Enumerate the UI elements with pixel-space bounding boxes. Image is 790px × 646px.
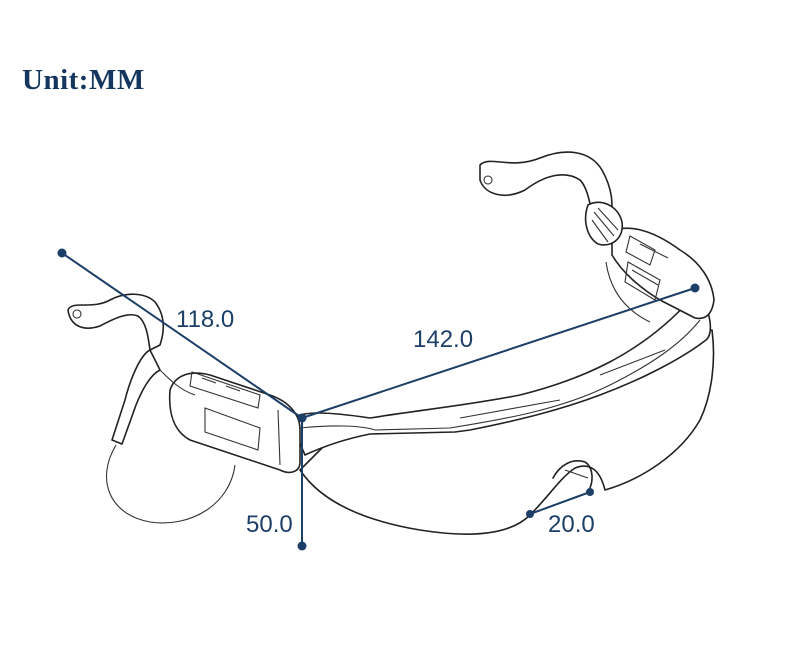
left-earpiece bbox=[111, 349, 161, 445]
dim-dot bbox=[297, 413, 307, 423]
dim-label-diagonal: 118.0 bbox=[176, 306, 234, 333]
dim-label-lens-depth: 20.0 bbox=[548, 511, 595, 538]
dim-label-width: 142.0 bbox=[413, 326, 473, 353]
dimension-lines bbox=[57, 248, 700, 551]
dim-dot bbox=[586, 488, 594, 496]
unit-title: Unit:MM bbox=[22, 64, 145, 96]
lens-notch bbox=[552, 460, 593, 489]
glasses-drawing bbox=[67, 151, 715, 535]
dim-dot bbox=[57, 248, 67, 258]
dim-line-142 bbox=[301, 287, 696, 419]
dim-dot bbox=[690, 283, 700, 293]
front-frame bbox=[289, 299, 712, 456]
right-hinge bbox=[611, 227, 715, 320]
left-module bbox=[168, 372, 301, 474]
dim-dot bbox=[297, 541, 307, 551]
dim-dot bbox=[526, 510, 534, 518]
dim-line-20 bbox=[529, 491, 591, 515]
left-ear-hook bbox=[67, 293, 165, 351]
dim-line-118 bbox=[61, 252, 303, 419]
dim-label-height: 50.0 bbox=[246, 511, 293, 538]
